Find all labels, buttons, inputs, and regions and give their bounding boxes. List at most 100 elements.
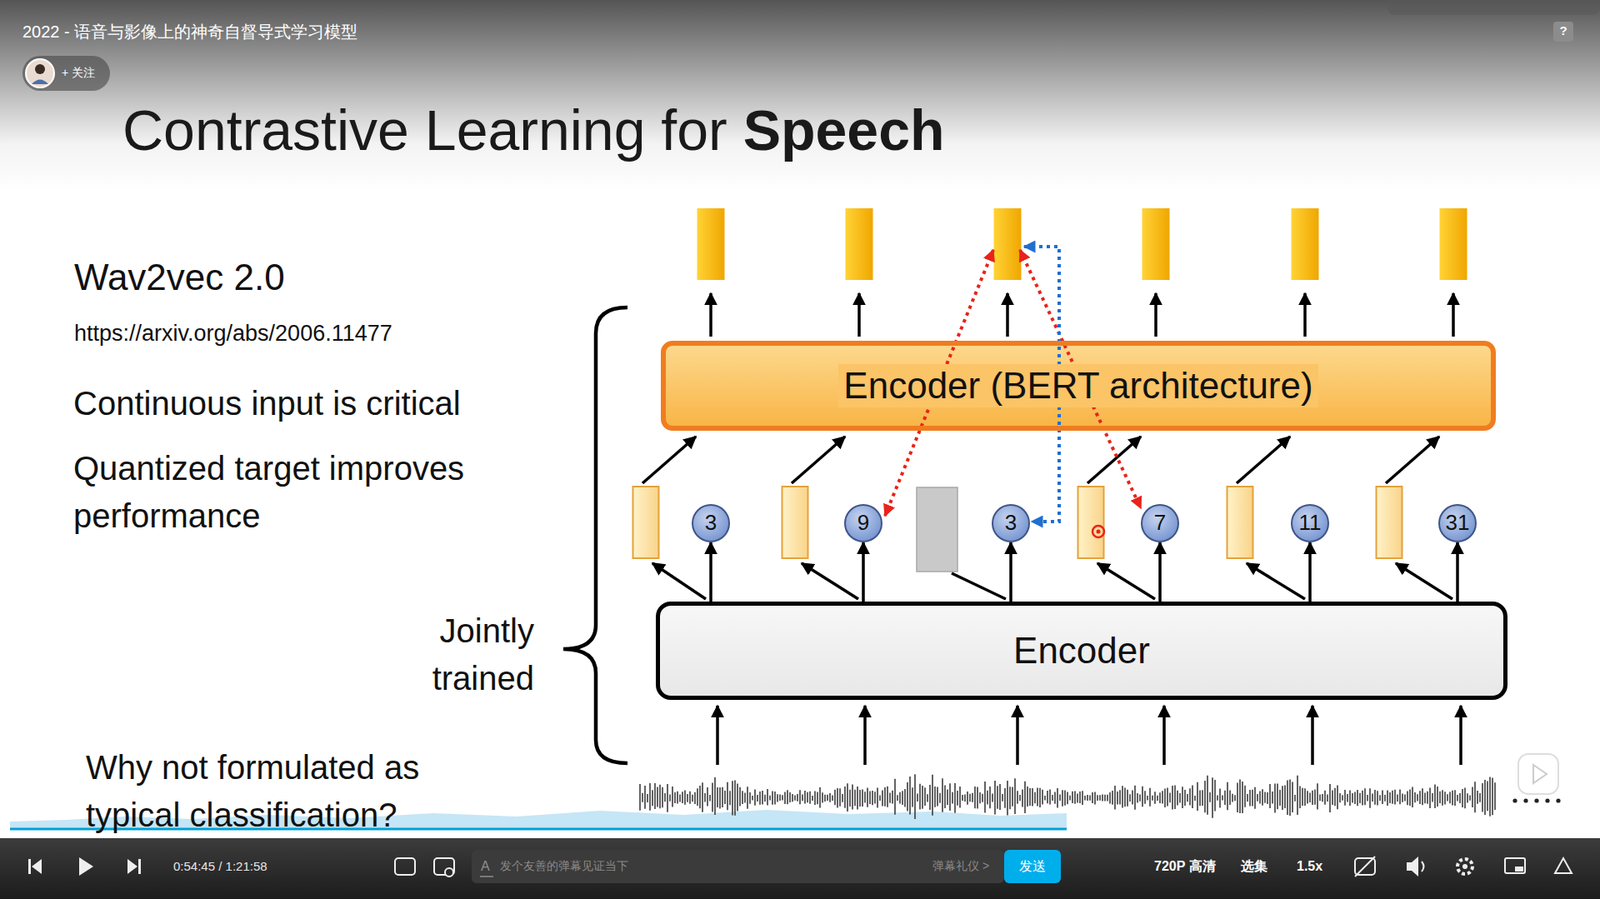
masked-vector	[916, 487, 958, 572]
waveform-sample	[994, 780, 996, 815]
node-label: 3	[705, 510, 717, 536]
latent-vector	[1078, 486, 1105, 559]
waveform-sample	[1246, 794, 1249, 802]
waveform-sample	[904, 789, 906, 808]
waveform-sample	[956, 790, 959, 806]
waveform-sample	[1471, 787, 1474, 808]
waveform-sample	[1064, 790, 1066, 806]
waveform-sample	[1306, 790, 1309, 804]
widescreen-inner	[1515, 866, 1524, 872]
waveform-sample	[749, 792, 751, 805]
waveform-sample	[1226, 782, 1229, 811]
waveform-sample	[1431, 793, 1434, 803]
waveform-sample	[676, 791, 679, 805]
waveform-sample	[974, 786, 976, 809]
diagonal-arrow	[801, 563, 859, 600]
node-label: Encoder (BERT architecture)	[838, 364, 1318, 409]
connector-arrow	[1009, 542, 1013, 602]
waveform-sample	[1321, 794, 1324, 802]
mask-line	[951, 573, 1006, 600]
waveform-sample	[1401, 794, 1404, 803]
dot	[1555, 798, 1560, 803]
volume-icon	[1406, 856, 1419, 877]
up-arrow	[863, 705, 867, 765]
waveform-sample	[899, 792, 901, 805]
waveform-sample	[824, 795, 826, 802]
up-arrow	[1459, 705, 1463, 765]
waveform-sample	[1019, 795, 1021, 801]
speed-menu: 1.5x	[1296, 858, 1323, 875]
danmaku-input	[471, 850, 1005, 884]
waveform-sample	[641, 793, 644, 803]
waveform-sample	[1061, 790, 1064, 807]
waveform-sample	[829, 793, 831, 803]
node-label: 7	[1154, 510, 1166, 536]
waveform-sample	[649, 783, 651, 811]
node-label: 3	[1005, 510, 1017, 536]
next-icon-bar	[138, 859, 141, 875]
waveform-sample	[1309, 793, 1311, 803]
time-display: 0:54:45 / 1:21:58	[173, 859, 268, 875]
waveform-sample	[1391, 790, 1394, 805]
waveform-sample	[694, 792, 696, 805]
waveform-sample	[1384, 795, 1386, 802]
waveform-sample	[1344, 790, 1346, 806]
waveform-sample	[716, 787, 719, 808]
waveform-sample	[936, 787, 939, 807]
waveform-sample	[679, 795, 681, 803]
waveform-sample	[1281, 785, 1284, 810]
waveform-sample	[684, 790, 686, 805]
follow-pill	[22, 55, 110, 91]
waveform-sample	[1264, 792, 1266, 804]
waveform-sample	[1474, 781, 1476, 813]
diagonal-arrow	[642, 436, 696, 484]
waveform-sample	[986, 790, 989, 805]
quantized-code-circle: 31	[1438, 504, 1477, 543]
bullet-note: Quantized target improves performance	[73, 445, 524, 540]
waveform-sample	[1349, 790, 1351, 807]
diagonal-arrow	[652, 563, 706, 600]
node-label: 11	[1299, 510, 1322, 536]
cursor-dot	[1096, 530, 1101, 535]
waveform-sample	[1356, 790, 1359, 806]
waveform-sample	[1386, 790, 1389, 806]
waveform-sample	[1341, 795, 1344, 801]
waveform-sample	[1399, 790, 1401, 805]
help-icon	[1553, 21, 1574, 42]
video-top-shade	[0, 0, 1600, 192]
settings-icon	[1457, 859, 1473, 875]
waveform-sample	[686, 794, 689, 803]
waveform-sample	[744, 792, 746, 803]
waveform-sample	[1114, 785, 1116, 810]
waveform-sample	[1289, 779, 1291, 816]
waveform-sample	[1124, 788, 1126, 808]
waveform-sample	[979, 792, 981, 804]
output-vector	[1440, 208, 1468, 280]
waveform-sample	[1144, 790, 1146, 805]
output-vector	[1291, 208, 1320, 280]
video-title: 2022 - 语音与影像上的神奇自督导式学习模型	[22, 21, 358, 42]
waveform-sample	[1441, 790, 1444, 806]
waveform-sample	[1096, 795, 1099, 801]
waveform-sample	[846, 783, 849, 812]
waveform-sample	[1186, 794, 1189, 802]
cnn-encoder-box: Encoder	[655, 601, 1508, 700]
settings-core	[1462, 864, 1468, 870]
waveform-sample	[1054, 792, 1056, 805]
waveform-sample	[659, 785, 661, 810]
waveform-sample	[1354, 792, 1356, 805]
waveform-sample	[1104, 795, 1106, 802]
waveform-sample	[666, 784, 669, 813]
waveform-sample	[1416, 794, 1419, 801]
transformer-encoder-box: Encoder (BERT architecture)	[660, 340, 1496, 431]
waveform-sample	[1001, 794, 1004, 802]
waveform-sample	[814, 790, 816, 805]
waveform-sample	[1446, 794, 1449, 801]
control-bar	[0, 838, 1600, 899]
settings-dot	[445, 868, 454, 877]
input-placeholder: 发个友善的弹幕见证当下	[500, 859, 629, 874]
waveform-sample	[1239, 779, 1241, 814]
waveform-sample	[1459, 793, 1461, 804]
output-vector	[1142, 208, 1170, 280]
latent-vector	[1227, 486, 1254, 559]
